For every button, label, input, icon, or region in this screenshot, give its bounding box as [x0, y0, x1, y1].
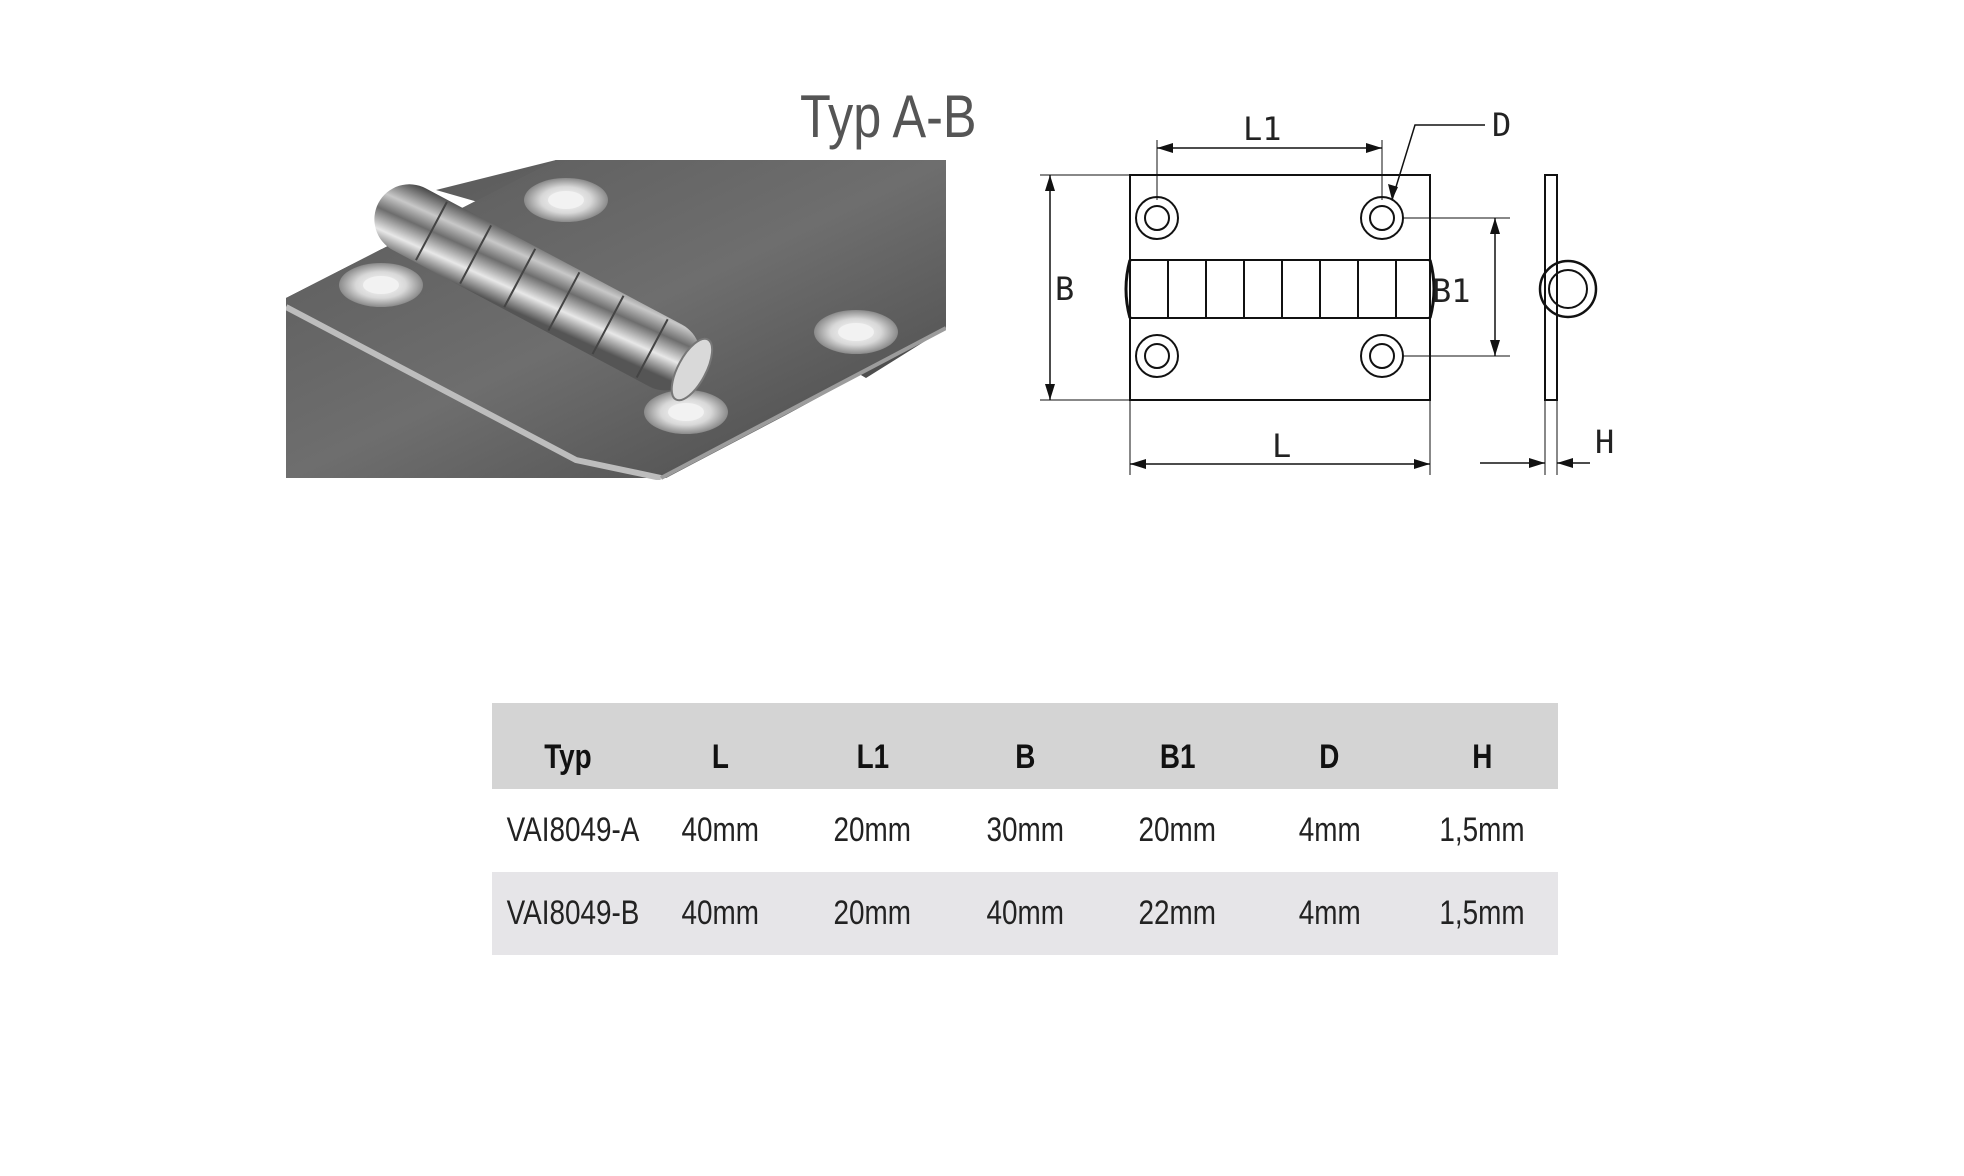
table-cell: VAI8049-B: [506, 894, 640, 932]
table-cell: 1,5mm: [1439, 894, 1525, 932]
hinge-technical-drawing: L1 D B B1 L H: [1040, 106, 1614, 475]
column-header: H: [1471, 737, 1492, 776]
table-cell: 20mm: [1138, 811, 1216, 849]
table-cell: 22mm: [1138, 894, 1216, 932]
table-row: VAI8049-A 40mm 20mm 30mm 20mm 4mm 1,5mm: [492, 789, 1558, 872]
page-title: Typ A-B: [800, 83, 977, 150]
table-cell: 20mm: [833, 894, 912, 932]
column-header: B: [1014, 737, 1036, 776]
table-cell: 20mm: [833, 811, 912, 849]
column-header: Typ: [544, 737, 592, 776]
table-cell: 1,5mm: [1439, 811, 1525, 849]
table-row: VAI8049-B 40mm 20mm 40mm 22mm 4mm 1,5mm: [492, 872, 1558, 955]
table-cell: 40mm: [986, 894, 1064, 932]
table-cell: 40mm: [681, 894, 760, 932]
table-cell: 4mm: [1298, 894, 1361, 932]
label-B: B: [1055, 270, 1074, 308]
label-L: L: [1272, 427, 1291, 465]
table-cell: VAI8049-A: [506, 811, 640, 849]
label-B1: B1: [1432, 272, 1471, 310]
table-cell: 4mm: [1298, 811, 1361, 849]
column-header: L1: [856, 737, 889, 776]
label-D: D: [1492, 106, 1511, 144]
specifications-table: Typ L L1 B B1 D H VAI8049-A 40mm 20mm 30…: [492, 703, 1558, 955]
column-header: D: [1319, 737, 1340, 776]
label-L1: L1: [1243, 110, 1282, 148]
column-header: B1: [1159, 737, 1196, 776]
table-header-row: Typ L L1 B B1 D H: [492, 703, 1558, 789]
label-H: H: [1595, 423, 1614, 461]
column-header: L: [711, 737, 729, 776]
table-cell: 40mm: [681, 811, 760, 849]
table-cell: 30mm: [986, 811, 1064, 849]
hinge-product-image: [286, 160, 946, 480]
